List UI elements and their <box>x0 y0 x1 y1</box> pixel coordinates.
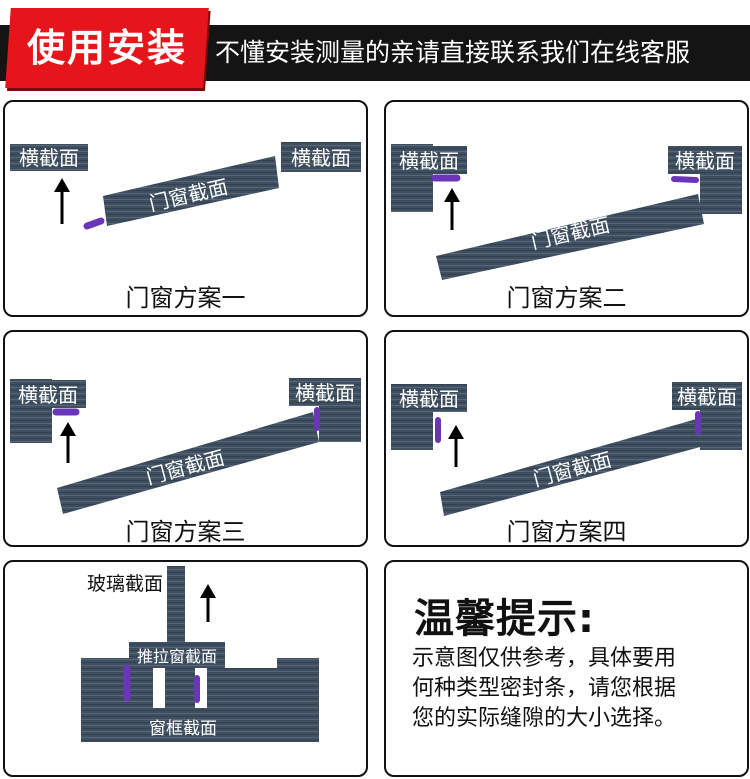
cross-section-label-bg <box>668 146 742 174</box>
cross-section-label: 横截面 <box>399 387 459 411</box>
cross-section-label: 横截面 <box>295 381 355 405</box>
door-window-section-label: 门窗截面 <box>530 447 613 491</box>
seal-strip <box>83 217 105 230</box>
scheme-panel-4: 横截面 门窗截面 横截面 门窗方案四 <box>384 330 749 547</box>
up-arrow-head-icon <box>200 584 216 598</box>
sliding-window-panel: 玻璃截面 推拉窗截面 窗框截面 <box>3 560 368 777</box>
tips-line: 您的实际缝隙的大小选择。 <box>412 706 677 731</box>
window-frame-section-label: 窗框截面 <box>149 719 217 739</box>
cross-section-label: 横截面 <box>675 149 735 173</box>
scheme-panel-3: 横截面 门窗截面 横截面 门窗方案三 <box>3 330 368 547</box>
cross-section-block-left <box>10 144 88 171</box>
door-window-board <box>103 156 279 226</box>
cross-section-label: 横截面 <box>291 146 351 170</box>
up-arrow-head-icon <box>60 422 76 436</box>
cross-section-label-bg <box>391 384 467 412</box>
cross-section-label: 横截面 <box>19 146 79 170</box>
window-frame-board <box>81 658 319 742</box>
scheme-panel-2: 横截面 门窗截面 横截面 门窗方案二 <box>384 100 749 317</box>
up-arrow-head-icon <box>54 178 70 192</box>
door-window-board <box>57 412 319 514</box>
header-banner: 使用安装 不懂安装测量的亲请直接联系我们在线客服 <box>0 8 750 88</box>
scheme-panel-1: 横截面 门窗截面 横截面 门窗方案一 <box>3 100 368 317</box>
cross-section-label-bg <box>391 146 467 174</box>
door-window-board <box>440 418 704 516</box>
scheme-caption: 门窗方案三 <box>125 518 246 546</box>
header-title: 使用安装 <box>26 26 187 70</box>
scheme-caption: 门窗方案一 <box>125 284 246 312</box>
up-arrow-head-icon <box>448 425 464 439</box>
seal-strip <box>671 176 699 183</box>
cross-section-label: 横截面 <box>18 383 78 407</box>
scheme-caption: 门窗方案四 <box>506 518 627 546</box>
tips-panel: 温馨提示: 示意图仅供参考，具体要用 何种类型密封条，请您根据 您的实际缝隙的大… <box>384 560 749 777</box>
cross-section-label: 横截面 <box>399 149 459 173</box>
glass-section-label: 玻璃截面 <box>87 573 163 595</box>
cross-section-label-bg <box>10 380 86 408</box>
tips-line: 何种类型密封条，请您根据 <box>412 676 677 701</box>
sliding-window-label-bg <box>129 642 225 668</box>
sliding-window-section-label: 推拉窗截面 <box>137 647 217 666</box>
tips-title: 温馨提示: <box>414 596 595 642</box>
up-arrow-head-icon <box>444 188 460 202</box>
cross-section-block-right <box>281 142 361 172</box>
cross-section-label-bg <box>672 382 742 410</box>
header-subtitle: 不懂安装测量的亲请直接联系我们在线客服 <box>215 38 691 67</box>
cross-section-label: 横截面 <box>677 385 737 409</box>
scheme-caption: 门窗方案二 <box>506 284 627 312</box>
tips-line: 示意图仅供参考，具体要用 <box>412 646 677 671</box>
door-window-board <box>436 194 704 280</box>
glass-board <box>167 566 185 658</box>
cross-section-label-bg <box>289 378 361 406</box>
